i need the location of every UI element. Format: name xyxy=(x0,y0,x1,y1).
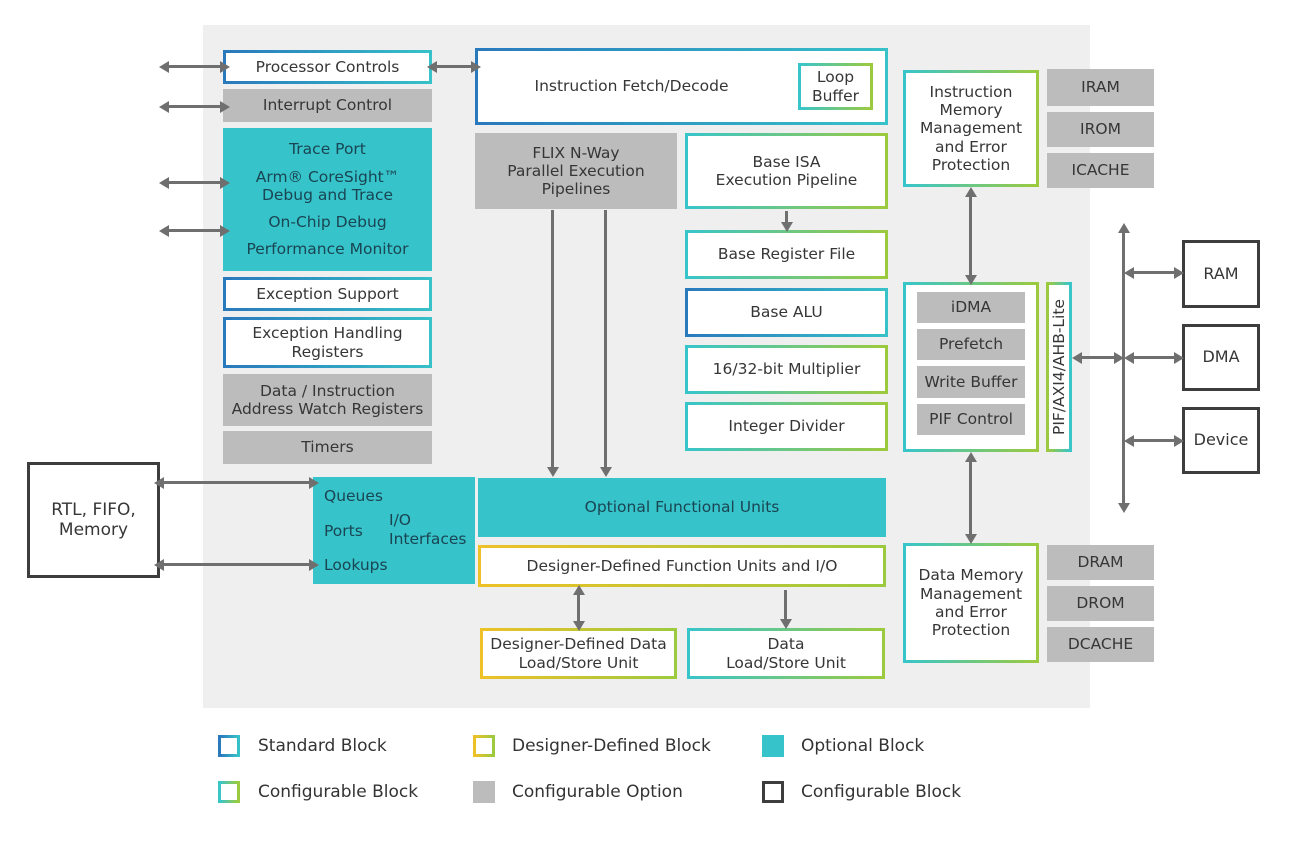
block-flix-pipelines: FLIX N-Way Parallel Execution Pipelines xyxy=(475,133,677,209)
block-iram: IRAM xyxy=(1047,69,1154,106)
block-timers: Timers xyxy=(223,431,432,464)
block-base-alu: Base ALU xyxy=(685,288,888,337)
bidirectional-arrow-rtl-lookups xyxy=(163,563,310,566)
block-data-load-store: Data Load/Store Unit xyxy=(687,628,885,679)
performance-monitor-label: Performance Monitor xyxy=(246,240,409,259)
bidirectional-arrow-designer-load-store xyxy=(577,594,580,622)
block-dram: DRAM xyxy=(1047,545,1154,580)
legend-label-standard: Standard Block xyxy=(258,736,387,756)
block-irom: IROM xyxy=(1047,112,1154,147)
ports-label: Ports xyxy=(324,522,363,540)
legend-swatch-option xyxy=(473,781,495,803)
bidirectional-arrow-processor-controls xyxy=(168,65,221,68)
legend-swatch-optional xyxy=(762,735,784,757)
block-loop-buffer: Loop Buffer xyxy=(798,63,873,110)
block-pif-control: PIF Control xyxy=(917,404,1025,435)
bidirectional-arrow-bus-dma xyxy=(1133,356,1175,359)
down-arrow-flix-right xyxy=(604,210,607,468)
block-interrupt-control: Interrupt Control xyxy=(223,89,432,122)
io-interfaces-label: I/O Interfaces xyxy=(389,511,467,548)
bidirectional-arrow-pif-bus xyxy=(1081,356,1115,359)
block-exception-handling-registers: Exception Handling Registers xyxy=(223,317,432,368)
block-base-register-file: Base Register File xyxy=(685,230,888,279)
bidirectional-arrow-idma-dmmu xyxy=(969,461,972,535)
on-chip-debug-label: On-Chip Debug xyxy=(268,213,387,232)
block-ram: RAM xyxy=(1182,240,1260,308)
block-device: Device xyxy=(1182,407,1260,474)
trace-port-label: Trace Port xyxy=(289,140,366,159)
block-rtl-fifo-memory: RTL, FIFO, Memory xyxy=(27,462,160,578)
block-dcache: DCACHE xyxy=(1047,627,1154,662)
bidirectional-arrow-rtl-queues xyxy=(163,481,310,484)
legend-swatch-standard xyxy=(218,735,240,757)
bidirectional-arrow-immu-idma xyxy=(969,196,972,276)
block-designer-function-units: Designer-Defined Function Units and I/O xyxy=(478,545,886,587)
block-write-buffer: Write Buffer xyxy=(917,366,1025,398)
bidirectional-arrow-controls-fetch xyxy=(436,65,472,68)
legend-label-designer: Designer-Defined Block xyxy=(512,736,711,756)
block-pif-axi4-ahb-bus: PIF/AXI4/AHB-Lite xyxy=(1046,282,1072,452)
legend-swatch-configurable-dark xyxy=(762,781,784,803)
block-drom: DROM xyxy=(1047,586,1154,621)
block-designer-load-store: Designer-Defined Data Load/Store Unit xyxy=(480,628,677,679)
legend-swatch-configurable xyxy=(218,781,240,803)
down-arrow-flix-left xyxy=(551,210,554,468)
block-icache: ICACHE xyxy=(1047,153,1154,188)
bidirectional-arrow-interrupt-control xyxy=(168,105,221,108)
legend-label-configurable-dark: Configurable Block xyxy=(801,782,962,802)
queues-label: Queues xyxy=(324,487,383,505)
down-arrow-base-isa xyxy=(785,211,788,223)
bidirectional-arrow-bus-device xyxy=(1133,439,1175,442)
coresight-label: Arm® CoreSight™ Debug and Trace xyxy=(255,167,400,204)
block-idma: iDMA xyxy=(917,292,1025,323)
block-integer-divider: Integer Divider xyxy=(685,402,888,451)
down-arrow-data-load-store xyxy=(784,590,787,620)
block-prefetch: Prefetch xyxy=(917,329,1025,360)
block-trace-debug: Trace Port Arm® CoreSight™ Debug and Tra… xyxy=(223,128,432,271)
block-processor-controls: Processor Controls xyxy=(223,50,432,84)
block-exception-support: Exception Support xyxy=(223,277,432,311)
legend-label-optional: Optional Block xyxy=(801,736,925,756)
block-address-watch-registers: Data / Instruction Address Watch Registe… xyxy=(223,374,432,426)
block-dma: DMA xyxy=(1182,324,1260,391)
block-base-isa-pipeline: Base ISA Execution Pipeline xyxy=(685,133,888,209)
block-io-interfaces: Queues Ports I/O Interfaces Lookups xyxy=(313,477,475,584)
bidirectional-arrow-debug-trace xyxy=(168,181,221,184)
block-data-mmu: Data Memory Management and Error Protect… xyxy=(903,543,1039,663)
block-instruction-mmu: Instruction Memory Management and Error … xyxy=(903,70,1039,187)
lookups-label: Lookups xyxy=(324,556,388,574)
block-optional-functional-units: Optional Functional Units xyxy=(478,478,886,537)
bidirectional-arrow-system-bus xyxy=(1122,232,1125,504)
bidirectional-arrow-on-chip-debug xyxy=(168,229,221,232)
block-multiplier: 16/32-bit Multiplier xyxy=(685,345,888,394)
legend-label-option: Configurable Option xyxy=(512,782,683,802)
legend-swatch-designer xyxy=(473,735,495,757)
legend-label-configurable: Configurable Block xyxy=(258,782,419,802)
bidirectional-arrow-bus-ram xyxy=(1133,271,1175,274)
